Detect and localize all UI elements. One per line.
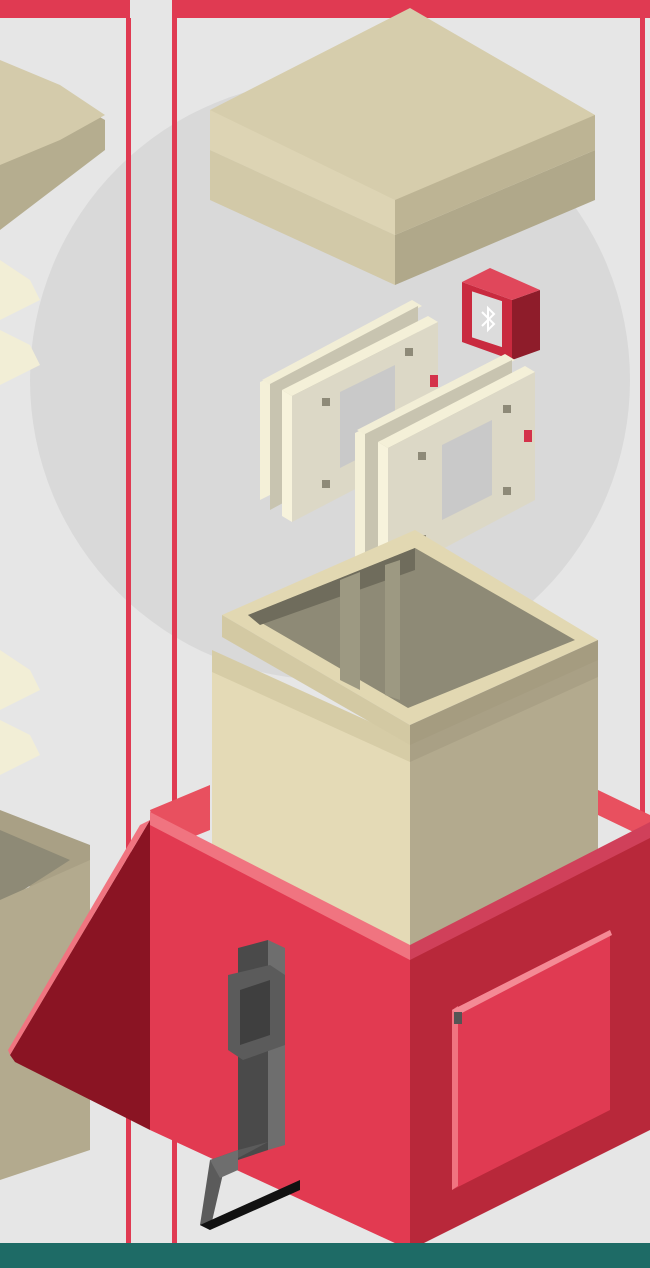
top-frame-bar bbox=[0, 0, 650, 18]
top-frame-gap bbox=[130, 0, 172, 18]
footer-bar bbox=[0, 1243, 650, 1268]
